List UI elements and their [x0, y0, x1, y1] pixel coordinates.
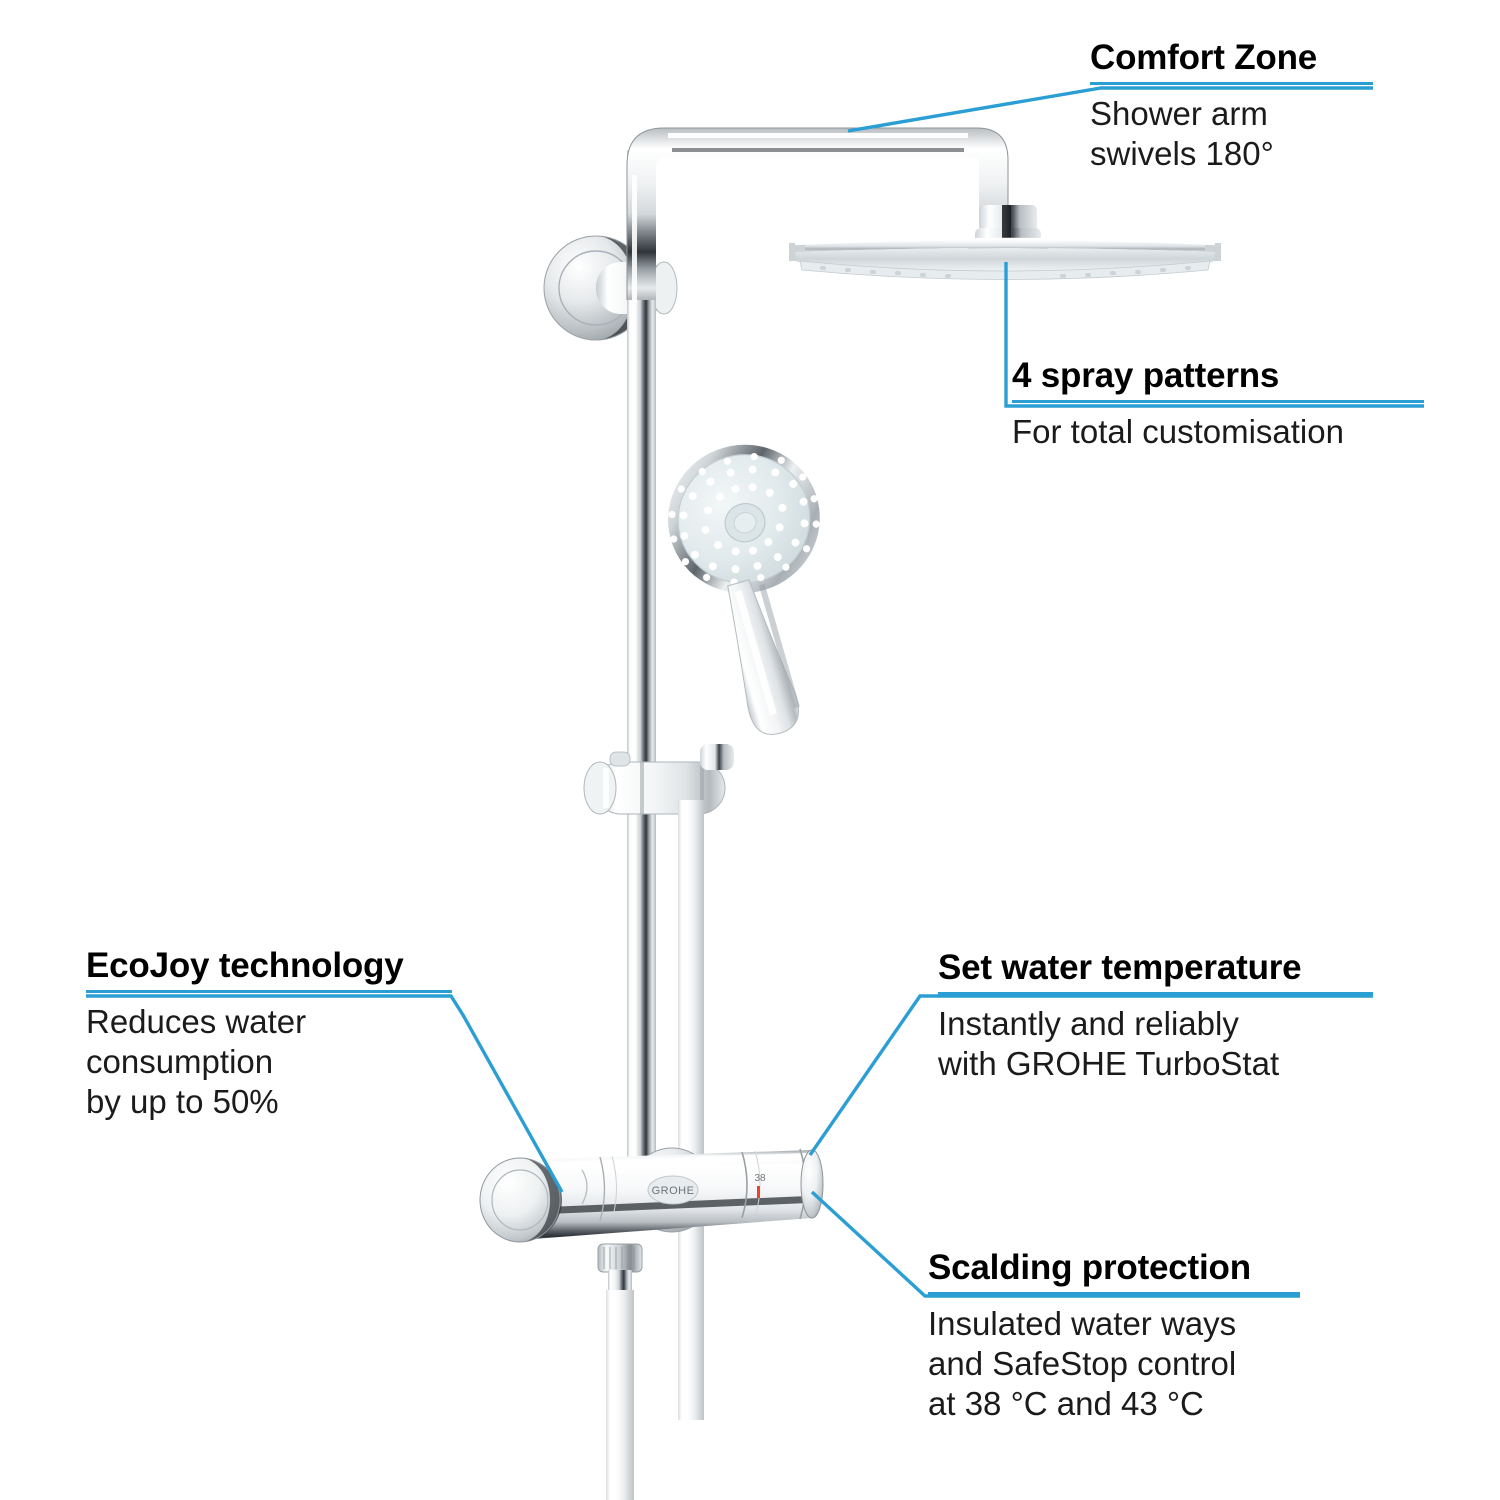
callout-title: Scalding protection — [928, 1248, 1251, 1287]
callout-body: Reduces water consumption by up to 50% — [86, 1002, 307, 1121]
svg-text:38: 38 — [754, 1173, 766, 1184]
callout-spray-patterns: 4 spray patterns For total customisation — [1012, 356, 1424, 452]
hand-shower — [668, 444, 820, 735]
shower-hose — [678, 800, 704, 1420]
callout-comfort-zone: Comfort Zone Shower arm swivels 180° — [1090, 38, 1373, 174]
callout-body: Instantly and reliably with GROHE TurboS… — [938, 1004, 1280, 1082]
callout-title: Set water temperature — [938, 948, 1302, 987]
thermostat-valve-bar: GROHE 38 — [479, 1148, 824, 1243]
rain-shower-head — [789, 237, 1221, 280]
spray-nozzles — [668, 453, 820, 586]
callout-ecojoy: EcoJoy technology Reduces water consumpt… — [86, 946, 452, 1123]
callout-set-water-temperature: Set water temperature Instantly and reli… — [938, 948, 1373, 1084]
callout-title: EcoJoy technology — [86, 946, 404, 985]
callout-body: For total customisation — [1012, 412, 1344, 450]
callout-body: Insulated water ways and SafeStop contro… — [928, 1304, 1237, 1423]
svg-text:GROHE: GROHE — [652, 1185, 695, 1197]
wall-bracket — [543, 235, 678, 341]
callout-rule — [86, 989, 452, 993]
hose-connector — [597, 1243, 643, 1500]
callout-rule — [928, 1291, 1300, 1295]
callout-rule — [938, 991, 1373, 995]
callout-rule — [1012, 399, 1424, 403]
callout-scalding-protection: Scalding protection Insulated water ways… — [928, 1248, 1300, 1425]
brand-badge: GROHE — [647, 1175, 699, 1205]
callout-title: Comfort Zone — [1090, 38, 1318, 77]
slider-holder — [583, 744, 734, 815]
callout-rule — [1090, 81, 1373, 85]
callout-body: Shower arm swivels 180° — [1090, 94, 1274, 172]
shower-arm — [626, 127, 1009, 303]
riser-pipe — [627, 150, 656, 1160]
callout-title: 4 spray patterns — [1012, 356, 1280, 395]
